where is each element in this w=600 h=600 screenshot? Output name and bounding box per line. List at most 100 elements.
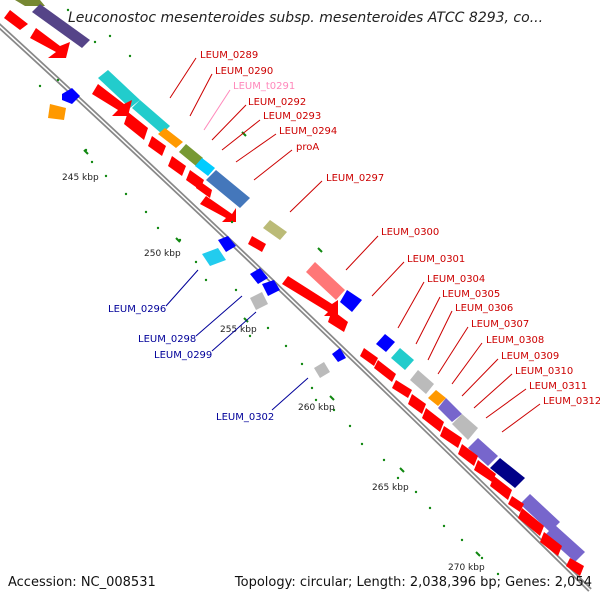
gene-label: LEUM_0289 [200,50,258,61]
plus-gene-labels: LEUM_0289 LEUM_0290 LEUM_t0291 LEUM_0292… [169,50,600,433]
gene-label: LEUM_0311 [529,381,587,392]
gene-label: LEUM_0306 [455,303,513,314]
major-tick [175,237,181,243]
feature-bar [306,262,345,300]
tick-dot [124,192,128,196]
feature-bar [179,144,203,166]
tick-dot [230,220,234,224]
scale-labels: 245 kbp 250 kbp 255 kbp 260 kbp 265 kbp … [62,173,485,573]
label-leader [211,311,257,352]
cds-arrow [566,558,584,576]
cds-arrow [168,156,186,176]
feature-bar [490,458,525,488]
tick-dot [156,226,160,230]
tick-dot [414,490,418,494]
tick-dot [234,288,238,292]
tick-dot [284,344,288,348]
tick-dot [104,174,108,178]
gene-label: LEUM_0312 [543,396,600,407]
cds-arrow [4,10,28,30]
tick-dot [314,398,318,402]
feature-bar [391,348,414,370]
feature-bar [32,4,90,48]
minus-feature [262,280,280,296]
tick-dot [128,54,132,58]
tick-dot [66,8,70,12]
feature-bars [15,0,585,562]
feature-bar [132,100,170,134]
gene-label: LEUM_t0291 [233,81,295,92]
cds-arrow [474,460,496,482]
cds-arrow [408,394,426,414]
major-ticks [83,131,481,557]
major-tick [83,149,89,155]
accession-text: Accession: NC_008531 [8,575,156,590]
label-leader [221,119,261,151]
tick-dot [428,506,432,510]
gene-label: LEUM_0293 [263,111,321,122]
label-leader [397,281,425,329]
scale-label: 270 kbp [448,563,485,573]
feature-bar [98,70,140,108]
tick-dot [144,210,148,214]
label-leader [437,326,469,375]
gene-label: LEUM_0300 [381,227,439,238]
tick-dot [248,334,252,338]
cds-arrow [200,196,236,222]
gene-label: LEUM_0309 [501,351,559,362]
cds-arrow [374,360,396,382]
minus-feature [48,104,66,120]
feature-bar [15,0,45,6]
gene-label: LEUM_0305 [442,289,500,300]
scale-label: 260 kbp [298,403,335,413]
label-leader [235,133,277,163]
label-leader [271,377,309,411]
gene-label: LEUM_0298 [138,334,196,345]
tick-dot [56,78,60,82]
label-leader [415,296,441,345]
tick-dot [108,34,112,38]
label-leader [203,89,231,131]
cds-arrow [148,136,166,156]
tick-dot [460,538,464,542]
cds-arrow [124,112,148,140]
feature-bar [206,170,250,208]
cds-arrow [282,276,338,316]
cds-arrow [540,532,562,556]
tick-dot [194,260,198,264]
feature-bar [158,128,183,148]
major-tick [241,131,247,137]
label-leader [473,373,513,409]
cds-arrows [4,10,584,576]
tick-dot [300,362,304,366]
feature-bar [195,158,215,176]
label-leader [371,261,405,297]
minus-feature [62,88,80,104]
label-leader [485,388,527,419]
tick-dot [332,408,336,412]
cds-arrow [360,348,378,366]
gene-label: LEUM_0297 [326,173,384,184]
tick-dot [204,278,208,282]
gene-label: LEUM_0299 [154,350,212,361]
tick-dot [480,556,484,560]
cds-arrow [440,426,462,448]
label-leader [289,180,323,213]
minus-feature [250,268,268,284]
gene-label: LEUM_0290 [215,66,273,77]
scale-label: 255 kbp [220,325,257,335]
tick-dot [396,476,400,480]
tick-dot [360,442,364,446]
tick-dot [90,160,94,164]
feature-bar [410,370,434,394]
gene-label: LEUM_0301 [407,254,465,265]
minus-feature [314,362,330,378]
feature-bar [468,438,498,466]
feature-bar [263,220,287,240]
minus-feature [250,292,268,310]
scale-label: 245 kbp [62,173,99,183]
tick-dot [310,386,314,390]
label-leader [253,149,293,181]
feature-bar [428,390,446,406]
